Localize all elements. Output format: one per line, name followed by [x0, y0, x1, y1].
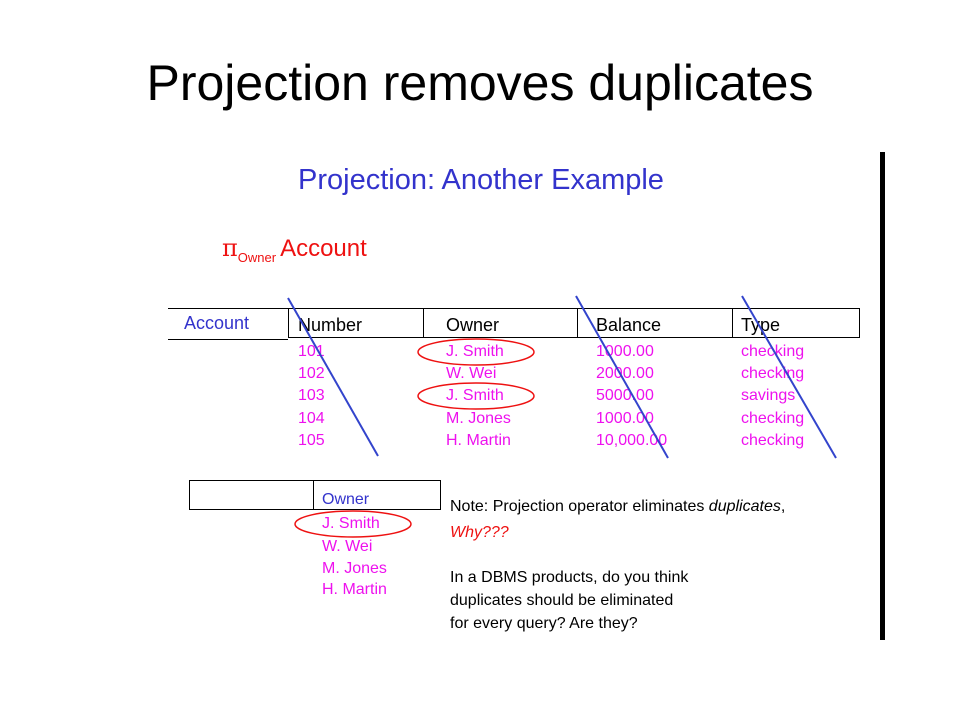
- table-cell: 2000.00: [596, 365, 654, 382]
- table-cell: 103: [298, 387, 325, 404]
- header-rule-top: [168, 308, 288, 309]
- table-cell: checking: [741, 432, 805, 449]
- table-cell: 5000.00: [596, 387, 654, 404]
- result-row: J. Smith: [322, 515, 380, 532]
- table-cell: 1000.00: [596, 343, 654, 360]
- result-row: M. Jones: [322, 560, 387, 577]
- table-cell: 105: [298, 432, 325, 449]
- table-cell: W. Wei: [446, 365, 497, 382]
- column-separator: [423, 308, 424, 338]
- column-header-balance: Balance: [596, 315, 662, 335]
- table-cell: 1000.00: [596, 410, 654, 427]
- result-column-header: Owner: [322, 491, 370, 508]
- table-cell: 101: [298, 343, 325, 360]
- note-prefix: Note: Projection operator eliminates: [450, 498, 709, 515]
- relation-label: Account: [184, 313, 250, 333]
- table-cell: checking: [741, 343, 805, 360]
- note-text: Note: Projection operator eliminates dup…: [450, 499, 785, 515]
- pi-operator-symbol: π: [222, 234, 238, 262]
- projection-attribute: Owner: [237, 250, 277, 265]
- table-cell: checking: [741, 365, 805, 382]
- table-cell: J. Smith: [446, 387, 504, 404]
- result-row: W. Wei: [322, 538, 373, 555]
- projection-relation: Account: [280, 235, 367, 262]
- question-line: for every query? Are they?: [450, 615, 638, 632]
- table-cell: savings: [741, 387, 796, 404]
- table-cell: J. Smith: [446, 343, 504, 360]
- question-line: In a DBMS products, do you think: [450, 569, 689, 586]
- right-border-bar: [880, 152, 885, 640]
- slide-title: Projection removes duplicates: [146, 55, 814, 111]
- table-cell: H. Martin: [446, 432, 511, 449]
- column-header-number: Number: [298, 315, 363, 335]
- table-cell: 102: [298, 365, 325, 382]
- figure-title: Projection: Another Example: [298, 164, 664, 196]
- table-cell: M. Jones: [446, 410, 511, 427]
- table-cell: 104: [298, 410, 325, 427]
- header-rule-bottom: [168, 339, 288, 340]
- table-cell: checking: [741, 410, 805, 427]
- column-header-type: Type: [741, 315, 781, 335]
- note-suffix: ,: [780, 498, 786, 515]
- table-cell: 10,000.00: [596, 432, 668, 449]
- column-header-owner: Owner: [446, 315, 500, 335]
- note-emphasis: duplicates: [708, 498, 781, 515]
- question-line: duplicates should be eliminated: [450, 592, 674, 609]
- why-text: Why???: [450, 524, 509, 541]
- result-header-row: [189, 480, 441, 510]
- result-column-separator: [313, 480, 314, 510]
- column-separator: [577, 308, 578, 338]
- column-separator: [732, 308, 733, 338]
- result-row: H. Martin: [322, 581, 387, 598]
